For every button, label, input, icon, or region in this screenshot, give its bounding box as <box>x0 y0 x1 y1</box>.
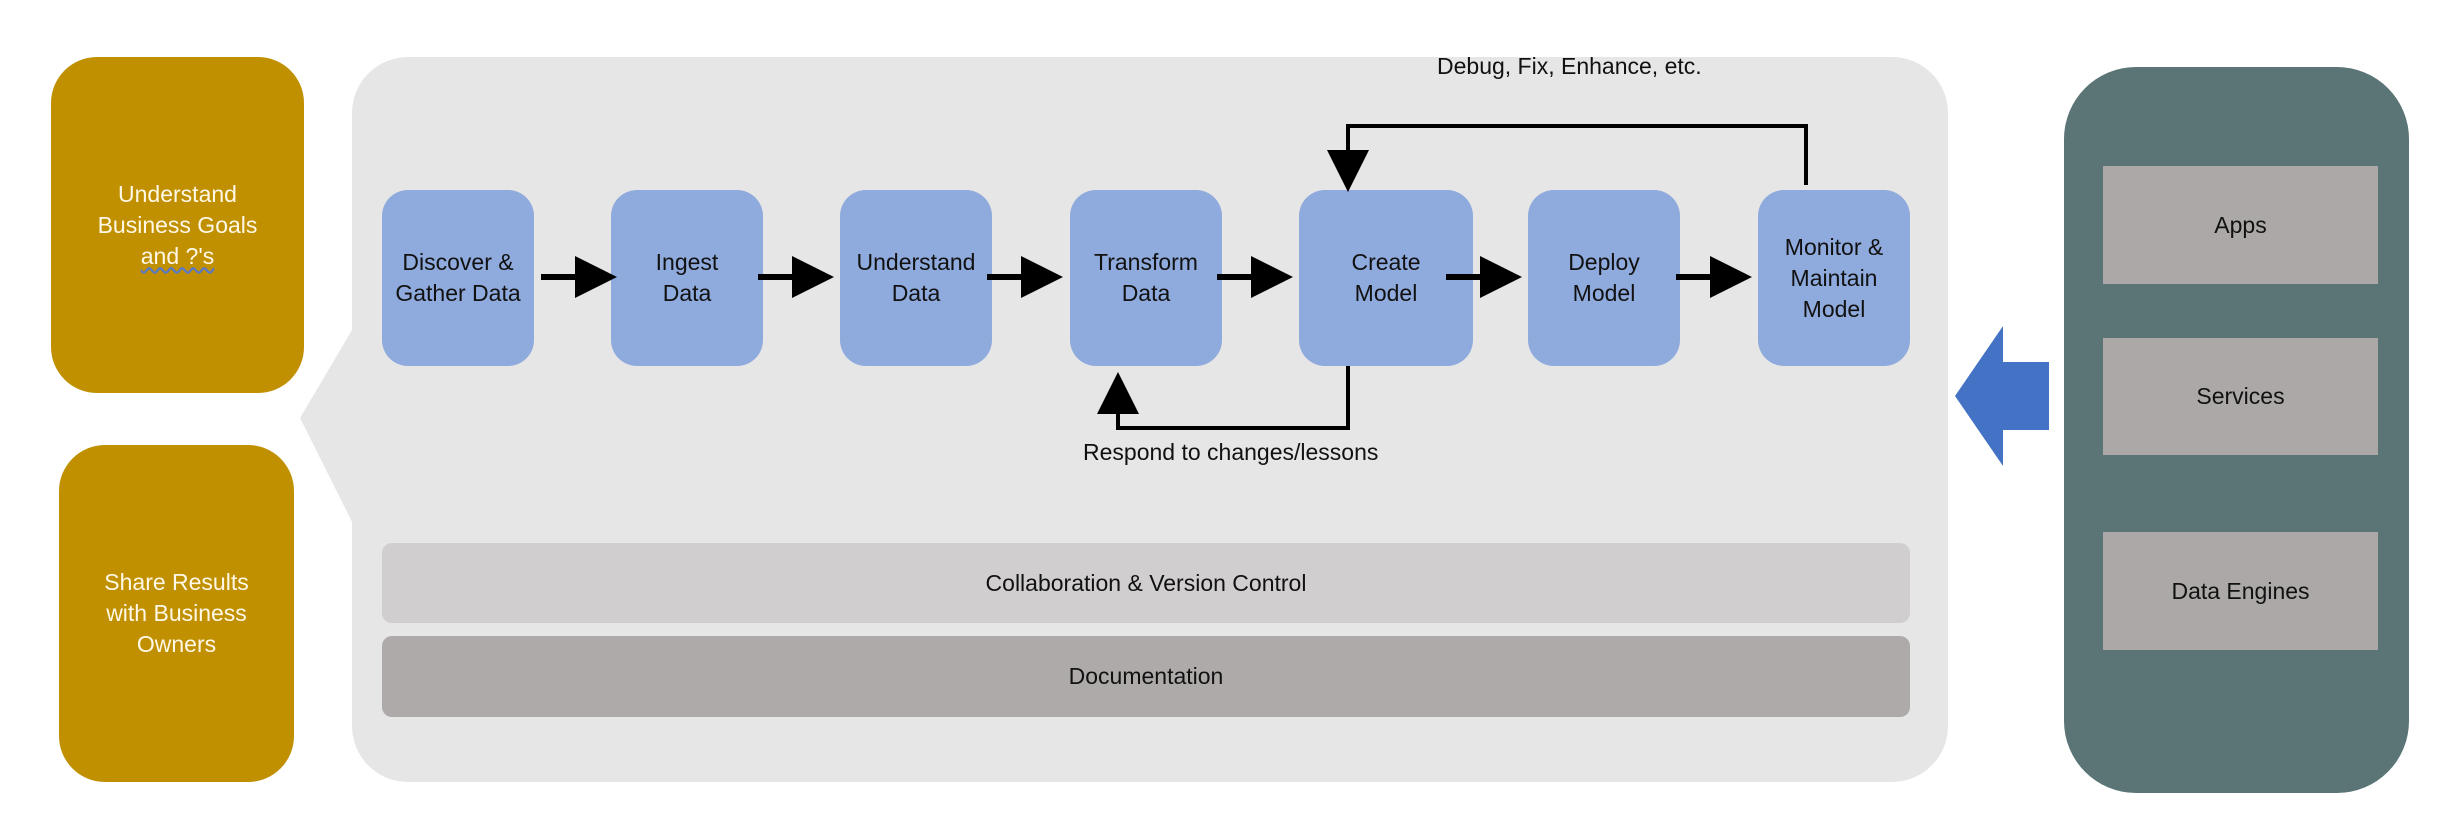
business-goals-box: Understand Business Goals and ?'s <box>51 57 304 393</box>
step-label: Understand Data <box>856 249 976 306</box>
blue-left-arrow <box>1955 326 2049 466</box>
share-results-box: Share Results with Business Owners <box>59 445 294 782</box>
step-ingest-data: Ingest Data <box>611 190 763 366</box>
tile-label: Data Engines <box>2171 577 2310 604</box>
documentation-bar: Documentation <box>382 636 1910 717</box>
step-label: Deploy Model <box>1568 249 1640 306</box>
share-results-label: Share Results with Business Owners <box>104 569 249 657</box>
business-goals-questions: and ?'s <box>140 242 215 269</box>
step-transform-data: Transform Data <box>1070 190 1222 366</box>
step-label: Transform Data <box>1094 249 1198 306</box>
tile-label: Services <box>2196 383 2285 409</box>
step-deploy-model: Deploy Model <box>1528 190 1680 366</box>
step-create-model: Create Model <box>1299 190 1473 366</box>
panel-connector-wedge <box>300 330 352 522</box>
business-goals-label: Understand Business Goals <box>97 180 258 238</box>
collaboration-bar: Collaboration & Version Control <box>382 543 1910 623</box>
step-discover-gather-data: Discover & Gather Data <box>382 190 534 366</box>
step-monitor-maintain-model: Monitor & Maintain Model <box>1758 190 1910 366</box>
step-label: Monitor & Maintain Model <box>1784 233 1884 322</box>
tile-label: Apps <box>2214 211 2267 238</box>
feedback-respond-label: Respond to changes/lessons <box>1083 439 1379 465</box>
step-label: Discover & Gather Data <box>395 249 521 306</box>
tile-services: Services <box>2103 338 2378 455</box>
collaboration-label: Collaboration & Version Control <box>985 569 1307 596</box>
feedback-debug-label: Debug, Fix, Enhance, etc. <box>1437 53 1702 79</box>
tile-data-engines: Data Engines <box>2103 532 2378 650</box>
step-label: Ingest Data <box>655 249 719 306</box>
documentation-label: Documentation <box>1068 663 1224 689</box>
tile-apps: Apps <box>2103 166 2378 284</box>
step-understand-data: Understand Data <box>840 190 992 366</box>
step-label: Create Model <box>1351 249 1421 306</box>
